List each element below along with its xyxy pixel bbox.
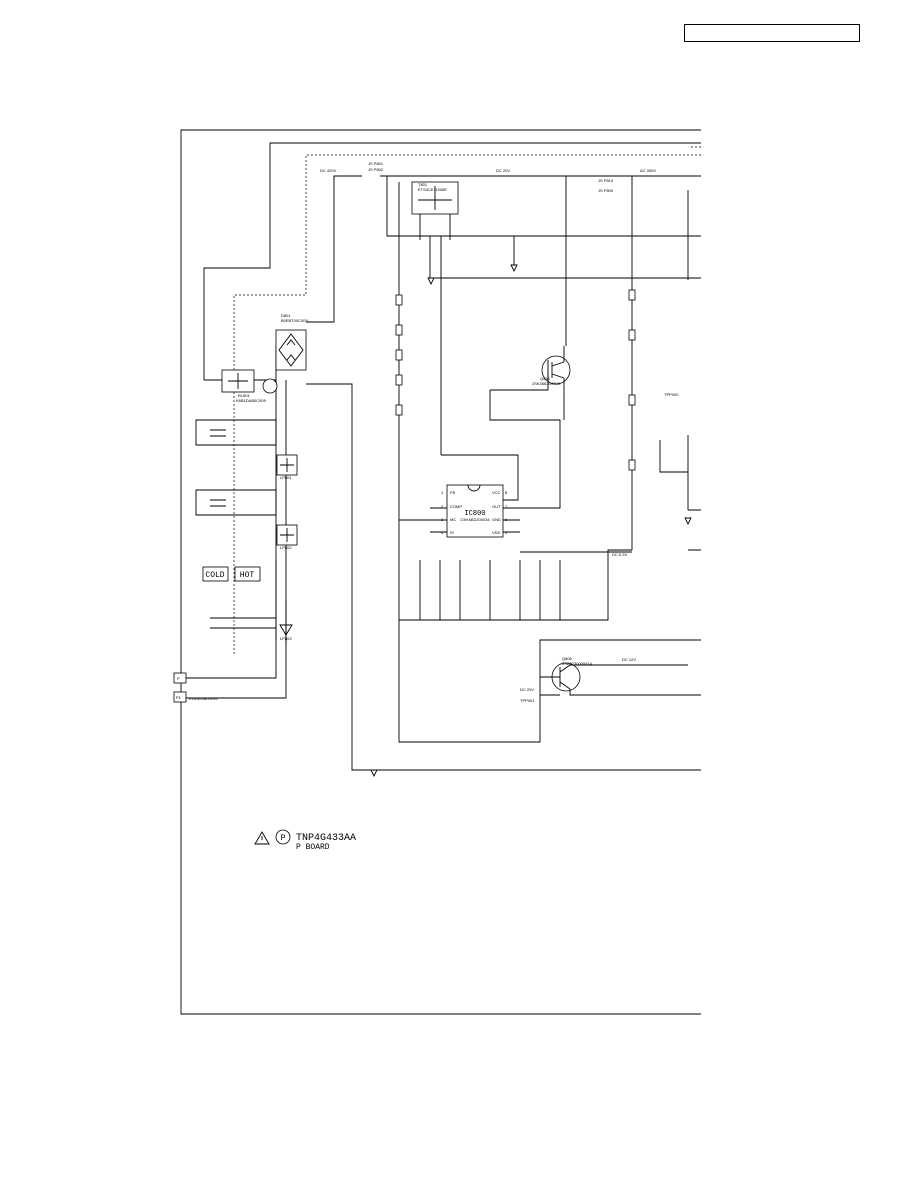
- warning-icon: [254, 831, 270, 845]
- relay-ref: RL801: [238, 393, 251, 398]
- test-point-label-1: TPP000: [664, 392, 679, 397]
- voltage-label-2: DC 20V: [496, 168, 510, 173]
- ground-symbols: [370, 264, 692, 778]
- ic-pin-num-1: 1: [441, 490, 444, 495]
- voltage-label-3: DC 5.3V: [612, 552, 627, 557]
- hot-label-box: [234, 566, 261, 582]
- ic-pin-num-7: 7: [505, 504, 508, 509]
- bridge-part: B0EBT00C009: [281, 318, 308, 323]
- bridge-ref: D801: [281, 313, 291, 318]
- board-code: TNP4G433AA: [296, 833, 356, 844]
- connector-p: [173, 672, 187, 684]
- hot-label: HOT: [240, 571, 255, 580]
- ic-pin-num-8: 8: [505, 490, 508, 495]
- transistor-ref: Q806: [562, 656, 573, 661]
- rail-p1: [181, 380, 287, 699]
- connector-part: K1KA02B00295: [189, 696, 218, 701]
- ic-pin-fb: FB: [450, 490, 455, 495]
- board-name: P BOARD: [296, 843, 330, 852]
- transformer-ref: T801: [418, 182, 428, 187]
- ic800: [399, 390, 561, 538]
- voltage-label-5: DC 12V: [622, 657, 636, 662]
- board-id-letter: P: [281, 834, 286, 843]
- rail-p: [181, 345, 277, 679]
- ic-pin-comp: COMP: [450, 504, 462, 509]
- connector-p1-label: P1: [176, 695, 182, 700]
- connector-p1: [173, 691, 187, 703]
- ic-ref: IC800: [464, 510, 485, 518]
- jumper-label-1: JS P801: [368, 161, 384, 166]
- fet-ref: Q814: [540, 376, 551, 381]
- voltage-label-1: DC 420V: [320, 168, 337, 173]
- photocoupler-label-1: LP801: [280, 475, 292, 480]
- cold-label-box: [202, 566, 229, 582]
- transformer-part: ETS4CE11006E: [418, 187, 447, 192]
- ic-pin-num-6: 6: [505, 517, 508, 522]
- cold-label: COLD: [205, 571, 224, 580]
- connector-p-label: P: [177, 676, 180, 681]
- header-box: [684, 24, 860, 42]
- voltage-label-6: AC 300V: [640, 168, 656, 173]
- ic-pin-num-4: 4: [441, 530, 444, 535]
- ic-pin-gnd: GND: [492, 517, 501, 522]
- ic-pin-num-3: 3: [441, 517, 444, 522]
- transistor-part: 2SA2230000014: [562, 661, 593, 666]
- frame-border: [180, 129, 701, 1015]
- jumper-label-4: JS P809: [598, 188, 614, 193]
- ic-pin-vdd: VDD: [492, 530, 501, 535]
- photocoupler-label-2: LP802: [280, 545, 292, 550]
- jumper-label-3: JS P810: [598, 178, 614, 183]
- left-component-stack: [195, 419, 298, 645]
- ic-part: C5HABZZ00034: [460, 517, 490, 522]
- transformer-t801: [411, 181, 459, 240]
- relay-rl801: [221, 369, 278, 394]
- ic-pin-is: IS: [450, 530, 454, 535]
- ic-pin-out: OUT: [492, 504, 501, 509]
- transistor-q806: [540, 662, 701, 696]
- ic-pin-vcc: VCC: [492, 490, 501, 495]
- ic-pin-num-5: 5: [505, 530, 508, 535]
- test-point-label-2: TPP001: [520, 698, 535, 703]
- voltage-label-4: DC 20V: [520, 687, 534, 692]
- photocoupler-label-3: LP803: [280, 636, 292, 641]
- ic-pin-mc: MC: [450, 517, 456, 522]
- board-id-circle: [275, 829, 291, 845]
- fet-q814: [490, 346, 571, 420]
- jumper-label-2: JS P802: [368, 167, 384, 172]
- fet-part: 2SK3662G0016: [532, 381, 561, 386]
- relay-part: K6B1DAB0C009: [236, 398, 267, 403]
- ic-pin-num-2: 2: [441, 504, 444, 509]
- bridge-rectifier: [275, 329, 307, 371]
